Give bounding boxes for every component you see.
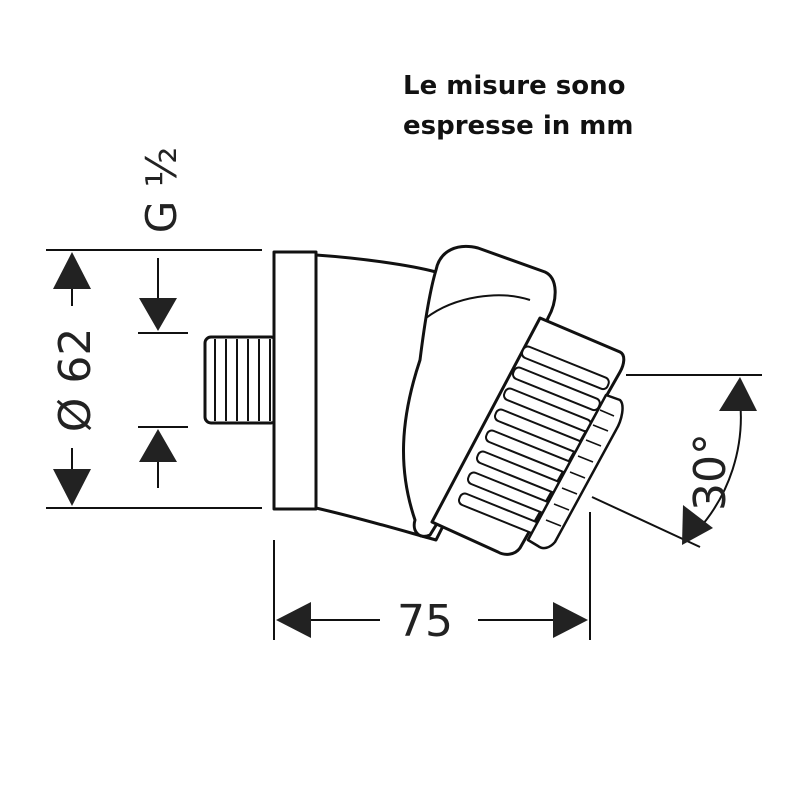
spray-face: [526, 393, 624, 550]
thread-arrow-down: [139, 298, 177, 331]
units-note: Le misure sono espresse in mm: [403, 66, 733, 146]
diameter-arrow-down: [53, 469, 91, 506]
angle-dimension: [591, 374, 762, 548]
angle-arrow-bottom: [682, 505, 713, 545]
diameter-dimension: [46, 249, 262, 509]
angle-label: 30°: [685, 433, 736, 511]
shower-head: [203, 245, 626, 556]
head-collar: [402, 245, 557, 538]
length-label: 75: [397, 596, 453, 647]
length-dimension: [273, 512, 591, 640]
diameter-arrow-up: [53, 252, 91, 289]
body-seam: [425, 294, 531, 319]
mounting-flange: [272, 250, 318, 511]
units-note-line-1: Le misure sono: [403, 71, 626, 101]
thread-arrow-up: [139, 429, 177, 462]
spray-face-teeth: [545, 409, 615, 527]
angle-arrow-top: [719, 377, 757, 411]
angle-extension-diagonal: [591, 496, 701, 548]
length-arrow-left: [276, 602, 311, 638]
thread-dimension: [138, 258, 188, 488]
length-arrow-right: [553, 602, 588, 638]
thread-grooves: [214, 339, 271, 421]
ring-ridges: [458, 345, 610, 538]
units-note-line-2: espresse in mm: [403, 111, 634, 141]
diameter-label: Ø 62: [50, 328, 101, 433]
thread-label: G ½: [137, 147, 186, 234]
angle-arc: [697, 399, 742, 531]
